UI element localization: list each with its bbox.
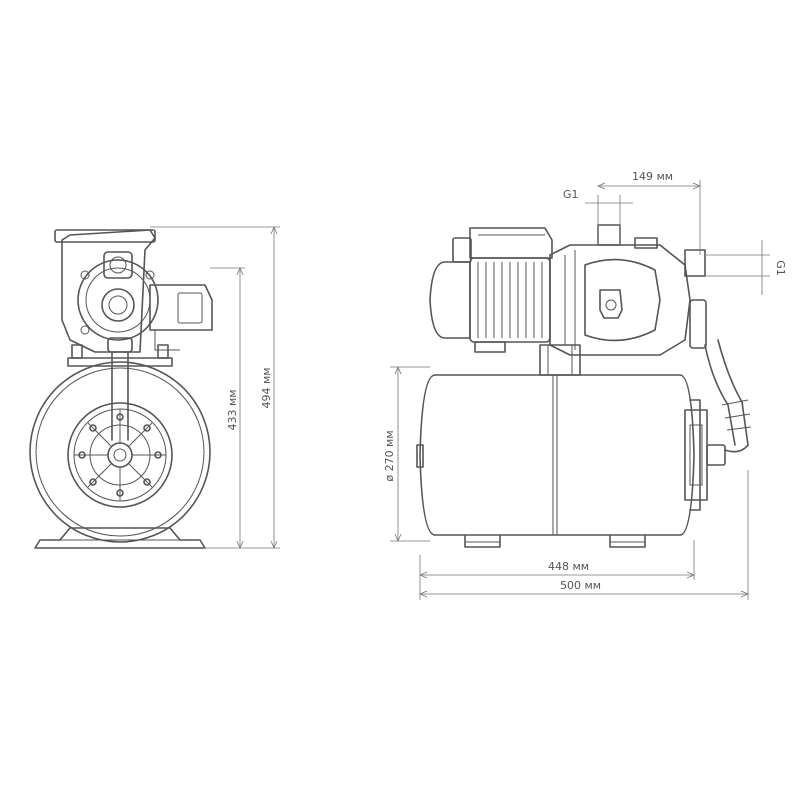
dim-g1-inlet: G1 [563,188,579,201]
dim-149: 149 мм [632,170,673,183]
dim-494: 494 мм [260,367,273,408]
side-dimensions: G1 149 мм G1 ø 270 мм 448 мм 500 мм [383,170,787,600]
front-view [29,229,213,549]
dim-500: 500 мм [560,579,601,592]
dim-270: ø 270 мм [383,430,396,481]
dim-448: 448 мм [548,560,589,573]
dim-433: 433 мм [226,389,239,430]
dim-g1-outlet: G1 [774,260,787,276]
front-dimensions: 433 мм 494 мм [150,225,280,550]
side-view [416,224,752,548]
